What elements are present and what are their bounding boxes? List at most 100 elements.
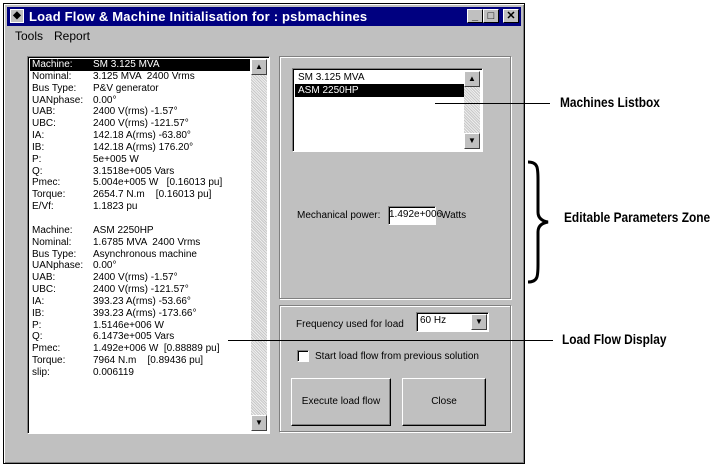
line-label: UAB: [32,106,56,118]
line-label: P: [32,319,42,331]
list-item[interactable]: Torque:2654.7 N.m [0.16013 pu] [30,189,250,201]
load-flow-scrollbar[interactable]: ▲ ▼ [251,59,267,431]
line-value: 1.6785 MVA 2400 Vrms [93,236,201,248]
list-item[interactable]: IA: 393.23 A(rms) -53.66° [30,296,250,308]
list-item[interactable]: P: 1.5146e+006 W [30,320,250,332]
matlab-window-icon: ◆ [10,9,24,23]
previous-solution-checkbox[interactable] [297,350,309,362]
previous-solution-label: Start load flow from previous solution [315,351,479,362]
line-label: Nominal: [32,236,72,248]
list-item[interactable]: IB: 393.23 A(rms) -173.66° [30,308,250,320]
list-item[interactable]: UAB:2400 V(rms) -1.57° [30,272,250,284]
list-item[interactable]: slip:0.006119 [30,367,250,379]
scroll-down-arrow-icon[interactable]: ▼ [251,415,267,431]
mechanical-power-label: Mechanical power: [297,210,381,221]
line-label: Machine: [32,59,73,70]
line-label: Bus Type: [32,82,77,94]
window-title: Load Flow & Machine Initialisation for :… [29,9,368,24]
list-item[interactable]: UANphase:0.00° [30,260,250,272]
machines-listbox-callout-line [435,103,550,104]
minimize-button[interactable]: _ [467,9,483,23]
line-value: P&V generator [93,82,159,94]
list-item[interactable]: Q:6.1473e+005 Vars [30,331,250,343]
list-item[interactable]: UAB: 2400 V(rms) -1.57° [30,106,250,118]
line-label: UANphase: [32,94,84,106]
line-label: UBC: [32,118,56,130]
line-value: 3.125 MVA 2400 Vrms [93,70,195,82]
list-item[interactable]: Bus Type:Asynchronous machine [30,249,250,261]
line-label: Torque: [32,189,66,201]
list-item[interactable]: Nominal:3.125 MVA 2400 Vrms [30,71,250,83]
list-item[interactable]: IA:142.18 A(rms) -63.80° [30,130,250,142]
line-value: 142.18 A(rms) 176.20° [93,141,194,153]
frequency-dropdown[interactable]: 60 Hz ▼ [416,312,489,332]
menu-report[interactable]: Report [54,29,91,43]
machines-scrollbar[interactable]: ▲ ▼ [464,71,480,149]
menu-tools[interactable]: Tools [15,29,44,43]
line-value: 5.004e+005 W [0.16013 pu] [93,177,223,189]
execute-load-flow-button[interactable]: Execute load flow [291,378,391,426]
list-item[interactable]: UBC: 2400 V(rms) -121.57° [30,118,250,130]
machine-list-item[interactable]: ASM 2250HP [295,84,465,97]
line-label: IA: [32,295,45,307]
line-value: 3.1518e+005 Vars [93,165,175,177]
list-item[interactable]: Nominal: 1.6785 MVA 2400 Vrms [30,237,250,249]
scroll-up-arrow-icon[interactable]: ▲ [251,59,267,75]
scroll-up-arrow-icon[interactable]: ▲ [464,71,480,87]
line-value: 1.5146e+006 W [93,319,164,331]
brace-icon [527,160,549,284]
machines-listbox-callout: Machines Listbox [560,94,660,110]
line-value: 2400 V(rms) -121.57° [93,118,189,130]
scroll-down-arrow-icon[interactable]: ▼ [464,133,480,149]
close-window-button[interactable]: ✕ [503,9,519,23]
list-item[interactable]: Pmec: 1.492e+006 W [0.88889 pu] [30,343,250,355]
list-item[interactable]: UBC:2400 V(rms) -121.57° [30,284,250,296]
list-item[interactable]: Torque:7964 N.m [0.89436 pu] [30,355,250,367]
line-value: 0.00° [93,260,117,272]
list-item[interactable] [30,213,250,225]
load-flow-display-callout: Load Flow Display [562,331,667,347]
line-label: Bus Type: [32,248,77,260]
list-item[interactable]: Machine: SM 3.125 MVA [30,59,250,71]
frequency-value: 60 Hz [420,315,447,326]
list-item[interactable]: Q: 3.1518e+005 Vars [30,166,250,178]
line-value: 2400 V(rms) -1.57° [93,272,178,284]
list-item[interactable]: Bus Type: P&V generator [30,83,250,95]
line-value: SM 3.125 MVA [93,59,160,70]
line-label: Pmec: [32,343,61,355]
line-value: 0.006119 [93,366,134,378]
list-item[interactable]: Pmec: 5.004e+005 W [0.16013 pu] [30,177,250,189]
list-item[interactable]: IB: 142.18 A(rms) 176.20° [30,142,250,154]
line-label: IB: [32,141,45,153]
line-value: 393.23 A(rms) -173.66° [93,307,197,319]
close-button[interactable]: Close [402,378,486,426]
line-value: ASM 2250HP [93,224,154,236]
line-value: 393.23 A(rms) -53.66° [93,295,191,307]
load-flow-controls-panel [279,305,511,432]
line-value: 1.492e+006 W [0.88889 pu] [93,343,220,355]
line-label: Q: [32,331,43,343]
line-label: Machine: [32,224,73,236]
list-item[interactable]: P:5e+005 W [30,154,250,166]
line-label: Pmec: [32,177,61,189]
line-value: 0.00° [93,94,117,106]
line-value: 2400 V(rms) -121.57° [93,284,189,296]
line-value: 7964 N.m [0.89436 pu] [93,355,204,367]
line-label: Q: [32,165,43,177]
dropdown-arrow-icon[interactable]: ▼ [471,314,487,330]
load-flow-display-callout-line [228,340,553,341]
machine-parameters-panel [279,56,511,299]
line-value: 2400 V(rms) -1.57° [93,106,178,118]
maximize-button[interactable]: □ [483,9,499,23]
list-item[interactable]: Machine: ASM 2250HP [30,225,250,237]
list-item[interactable]: E/Vf:1.1823 pu [30,201,250,213]
mechanical-power-input[interactable]: 1.492e+006 [388,206,442,225]
list-item[interactable]: UANphase: 0.00° [30,95,250,107]
line-value: 5e+005 W [93,153,139,165]
line-label: IB: [32,307,45,319]
machine-list-item[interactable]: SM 3.125 MVA [298,72,365,83]
